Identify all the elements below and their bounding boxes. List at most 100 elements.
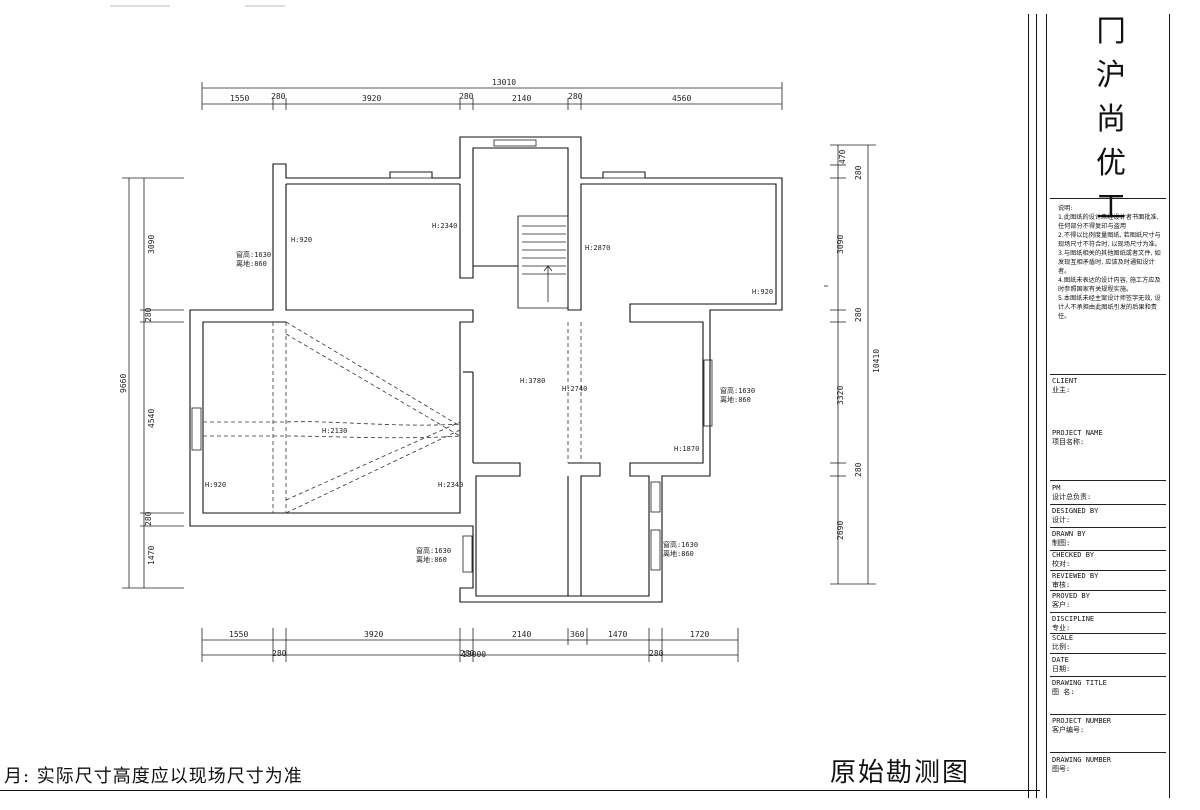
divider [1050,527,1166,528]
top-dim-7: 4560 [672,94,691,103]
divider [1050,653,1166,654]
room-height-r9: H:2340 [438,481,463,489]
divider [1050,714,1166,715]
divider [1050,374,1166,375]
company-name: 冂 沪 尚 优 工 [1056,10,1166,230]
room-height-r1: H:920 [291,236,312,244]
room-height-r2: H:2340 [432,222,457,230]
bottom-dim-3: 2140 [512,630,531,639]
client-field: CLIENT 业主: [1052,377,1078,394]
staircase [517,215,569,309]
bottom-dim-6: 1720 [690,630,709,639]
overall-width-bottom: 13000 [462,650,486,659]
top-dimension-chain: 13010 1550 280 3920 280 2140 280 4560 [201,78,783,110]
divider [1050,676,1166,677]
room-height-r4: H:920 [752,288,773,296]
scale-field: SCALE 比例: [1052,634,1074,651]
room-height-r5: H:3780 [520,377,545,385]
bottom-dimension-chain: 1550 3920 2140 360 1470 1720 280 280 280… [201,628,739,662]
bottom-dim-1: 1550 [229,630,248,639]
right-dim-5: 3320 [836,386,845,405]
window-note-2-height: 窗高:1630 [720,386,755,395]
note-item: 5.本图纸未经主案设计师签字无效, 设计人不承担由此图纸引发的后果和责任。 [1058,295,1161,320]
company-char: 沪 [1096,58,1126,93]
window-note-1-sill: 离地:860 [236,259,267,268]
footer-note: 月: 实际尺寸高度应以现场尺寸为准 [4,766,303,787]
company-char: 工 [1096,190,1126,225]
bottom-dim-7: 280 [272,649,287,658]
notes: 说明: 1.此图纸的设计未经设计者书面批准, 任何部分不得复印与盗用 2.不得以… [1058,204,1162,321]
bottom-dim-8: 280 [460,649,475,658]
window-note-4-sill: 离地:860 [663,549,694,558]
window-note-3-height: 窗高:1630 [416,546,451,555]
window-note-1-height: 窗高:1630 [236,250,271,259]
right-dim-4: 280 [854,307,863,322]
notes-title: 说明: [1058,205,1073,212]
window-notes: 窗高:1630 离地:860 窗高:1630 离地:860 窗高:1630 离地… [236,250,755,564]
left-dimension-chain: 9660 3090 280 4540 280 1470 [119,177,184,589]
top-dim-6: 280 [568,92,583,101]
room-height-r7: H:2130 [322,427,347,435]
note-item: 2.不得以比例度量图纸, 若图纸尺寸与现场尺寸不符合时, 以现场尺寸为准。 [1058,232,1161,248]
walls [189,136,783,603]
proved-by-field: PROVED BY 客户: [1052,592,1090,609]
designed-by-field: DESIGNED BY 设计: [1052,507,1099,524]
right-dim-3: 3090 [836,235,845,254]
drawn-by-field: DRAWN BY 制图: [1052,530,1086,547]
room-height-r10: H:1870 [674,445,699,453]
company-char: 尚 [1096,102,1126,137]
top-dim-2: 280 [271,92,286,101]
left-dim-1: 3090 [147,235,156,254]
room-height-r6: H:2740 [562,385,587,393]
note-item: 1.此图纸的设计未经设计者书面批准, 任何部分不得复印与盗用 [1058,214,1159,230]
company-char: 冂 [1096,14,1126,49]
discipline-field: DISCIPLINE 专业: [1052,615,1095,632]
divider [1050,633,1166,634]
divider [1050,504,1166,505]
drawing-title-field: DRAWING TITLE 图 名: [1052,679,1107,696]
divider [1050,198,1166,199]
top-dim-5: 2140 [512,94,531,103]
right-dim-7: 2690 [836,521,845,540]
right-dim-2: 280 [854,165,863,180]
company-char: 优 [1096,146,1126,181]
room-labels: H:920 H:2340 H:2870 H:920 H:3780 H:2740 … [205,222,773,489]
frame-line [1028,14,1029,798]
top-dim-3: 3920 [362,94,381,103]
drawing-name: 原始勘测图 [830,758,971,788]
overall-height-right: 10410 [872,349,881,373]
overall-width-top: 13010 [492,78,516,87]
bottom-dim-4: 360 [570,630,585,639]
left-dim-2: 280 [144,307,153,322]
room-height-r3: H:2870 [585,244,610,252]
right-dim-1: 470 [838,149,847,164]
divider [1050,480,1166,481]
pm-field: PM 设计总负责: [1052,484,1092,501]
left-dim-3: 4540 [147,409,156,428]
window-note-4-height: 窗高:1630 [663,540,698,549]
divider [1050,570,1166,571]
window-note-2-sill: 离地:860 [720,395,751,404]
bottom-dim-2: 3920 [364,630,383,639]
project-name-field: PROJECT NAME 项目名称: [1052,429,1103,446]
room-height-r8: H:920 [205,481,226,489]
divider [1050,550,1166,551]
note-item: 3.与图纸相关的其他图纸或者文件, 如发现互相矛盾时, 应该及时通知设计者。 [1058,250,1161,275]
window-note-3-sill: 离地:860 [416,555,447,564]
checked-by-field: CHECKED BY 校对: [1052,551,1095,568]
note-item: 4.图纸未表达的设计内容, 施工方应及时参照国家有关规程实施。 [1058,277,1161,293]
right-dim-6: 280 [854,462,863,477]
left-dim-4: 280 [144,511,153,526]
top-dim-4: 280 [459,92,474,101]
frame-line [1036,14,1037,798]
beam-lines [203,285,828,514]
bottom-dim-9: 280 [649,649,664,658]
right-dimension-chain: 470 280 3090 280 3320 280 2690 10410 [830,144,881,585]
top-dim-1: 1550 [230,94,249,103]
overall-height-left: 9660 [119,374,128,393]
reviewed-by-field: REVIEWED BY 审核: [1052,572,1099,589]
bottom-dim-5: 1470 [608,630,627,639]
title-block [1046,14,1170,798]
drawing-number-field: DRAWING NUMBER 图号: [1052,756,1112,773]
